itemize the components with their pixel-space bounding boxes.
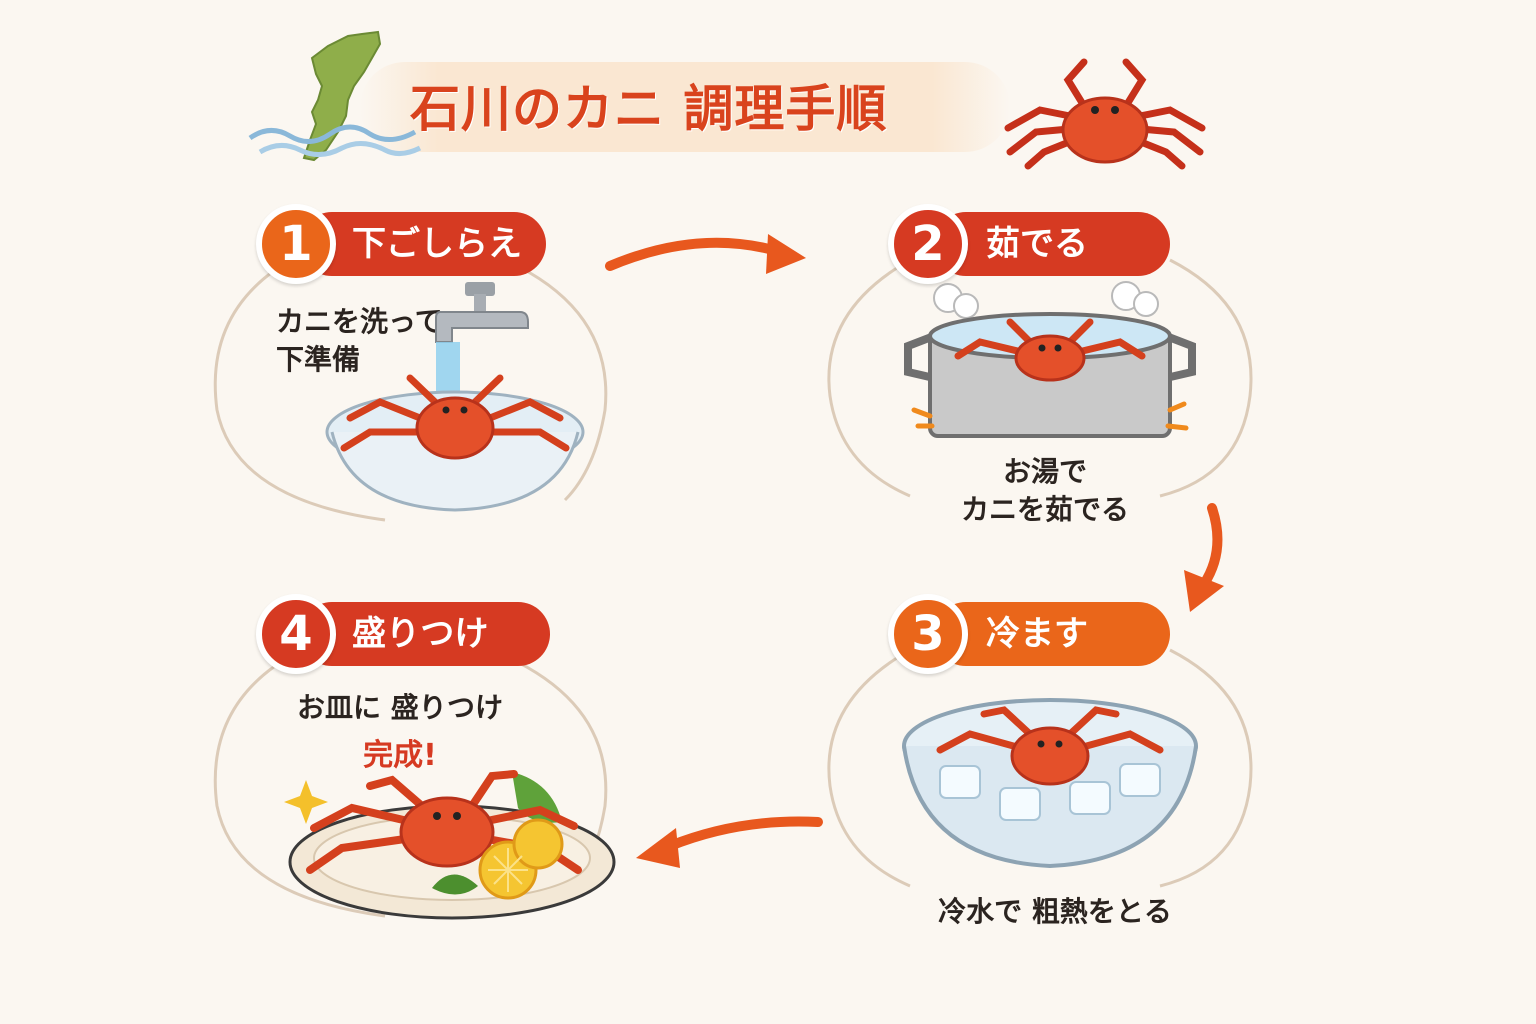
arrow-left-icon: [636, 816, 823, 868]
step3-label: 冷ます: [934, 602, 1170, 666]
step3-number: 3: [888, 594, 968, 674]
step4-label: 盛りつけ: [300, 602, 550, 666]
ishikawa-map-icon: [248, 30, 422, 162]
pot-boiling-crab-icon: [904, 281, 1196, 438]
page-title: 石川のカニ 調理手順: [410, 80, 888, 138]
step3-desc: 冷水で 粗熱をとる: [938, 895, 1172, 928]
plate-crab-lemon-icon: [284, 770, 616, 920]
step1-number: 1: [256, 204, 336, 284]
title-banner: [360, 62, 1010, 152]
arrow-down-icon: [1184, 503, 1224, 612]
icebowl-crab-icon: [902, 698, 1198, 869]
step1-label: 下ごしらえ: [300, 212, 546, 276]
step1-desc-line1: カニを洗って: [276, 305, 443, 338]
step2-number: 2: [888, 204, 968, 284]
step4-number: 4: [256, 594, 336, 674]
step2-desc-line2: カニを茹でる: [960, 493, 1129, 526]
crab-icon: [1004, 58, 1206, 170]
arrow-right-icon: [605, 234, 806, 274]
step2-label: 茹でる: [934, 212, 1170, 276]
step4-done-text: 完成!: [363, 738, 437, 773]
step1-desc-line2: 下準備: [276, 343, 361, 376]
faucet-bowl-crab-icon: [325, 282, 585, 512]
step2-desc-line1: お湯で: [1002, 455, 1087, 488]
step4-desc: お皿に 盛りつけ: [296, 691, 504, 724]
